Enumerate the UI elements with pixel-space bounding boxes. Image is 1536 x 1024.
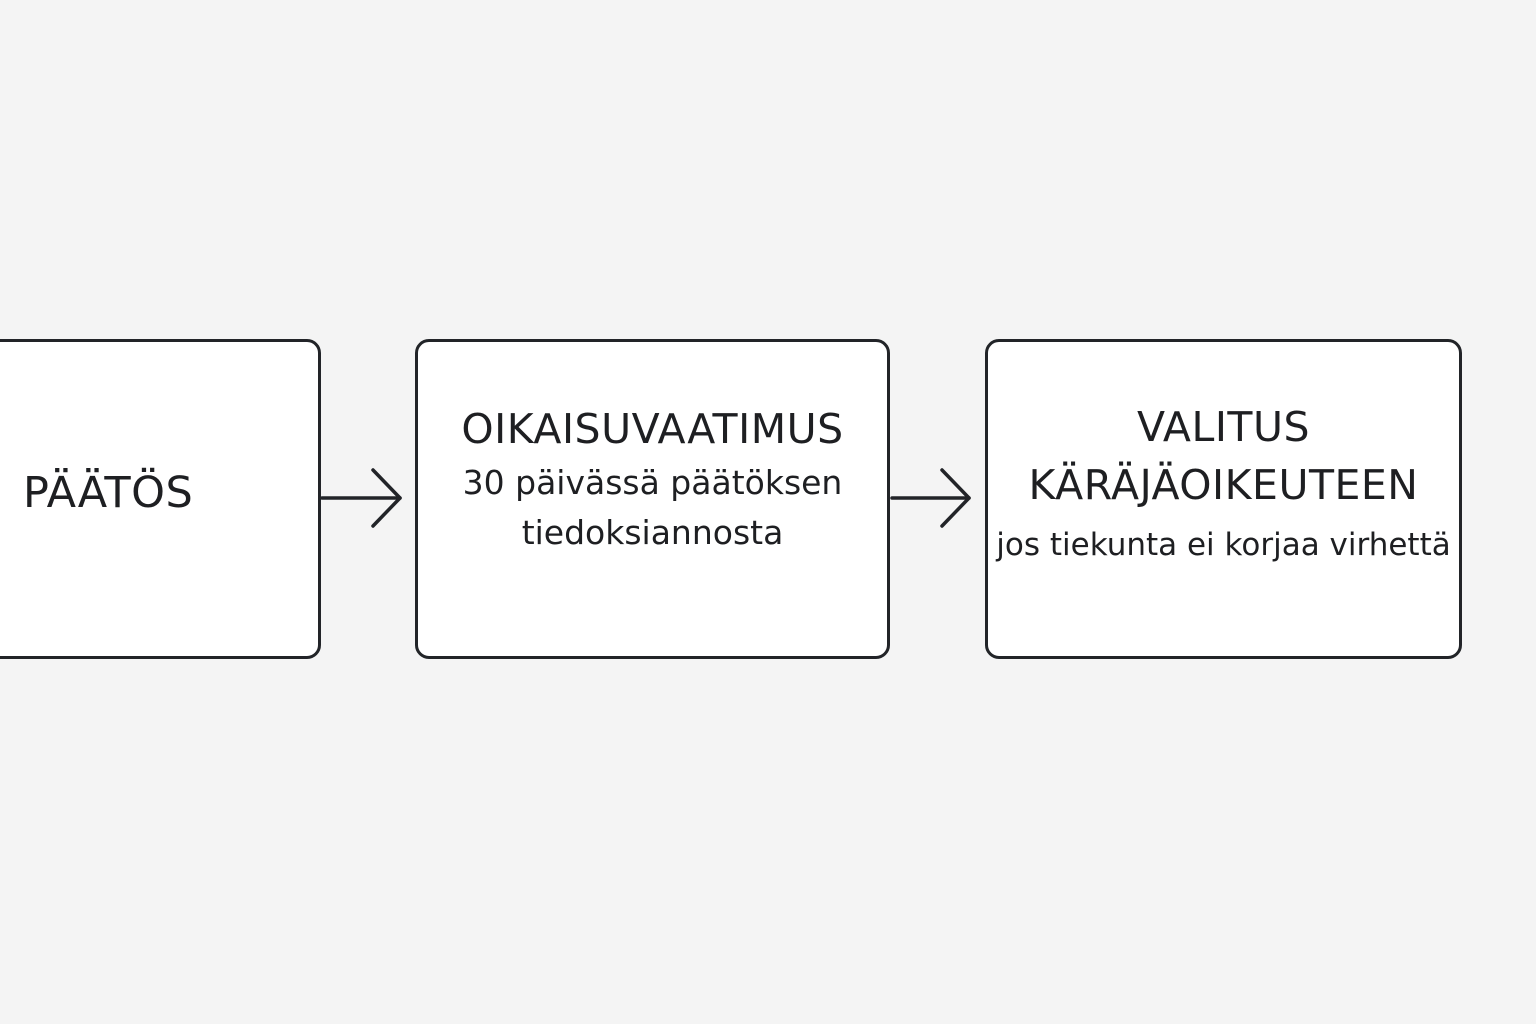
arrow-1 (320, 468, 402, 528)
step-box-decision: PÄÄTÖS (0, 339, 321, 659)
step-title-appeal-line-1: VALITUS (1137, 403, 1310, 451)
step-box-appeal: VALITUS KÄRÄJÄOIKEUTEEN jos tiekunta ei … (985, 339, 1462, 659)
step-detail-line-2: tiedoksiannosta (521, 513, 784, 552)
step-title-appeal-line-2: KÄRÄJÄOIKEUTEEN (1028, 461, 1419, 509)
arrow-2 (890, 468, 971, 528)
step-detail-line-1: 30 päivässä päätöksen (462, 463, 843, 502)
step-title-decision: PÄÄTÖS (23, 468, 194, 518)
step-detail-condition: jos tiekunta ei korjaa virhettä (996, 527, 1451, 563)
step-title-rectification-request: OIKAISUVAATIMUS (461, 405, 844, 453)
step-box-rectification-request: OIKAISUVAATIMUS 30 päivässä päätöksen ti… (415, 339, 890, 659)
